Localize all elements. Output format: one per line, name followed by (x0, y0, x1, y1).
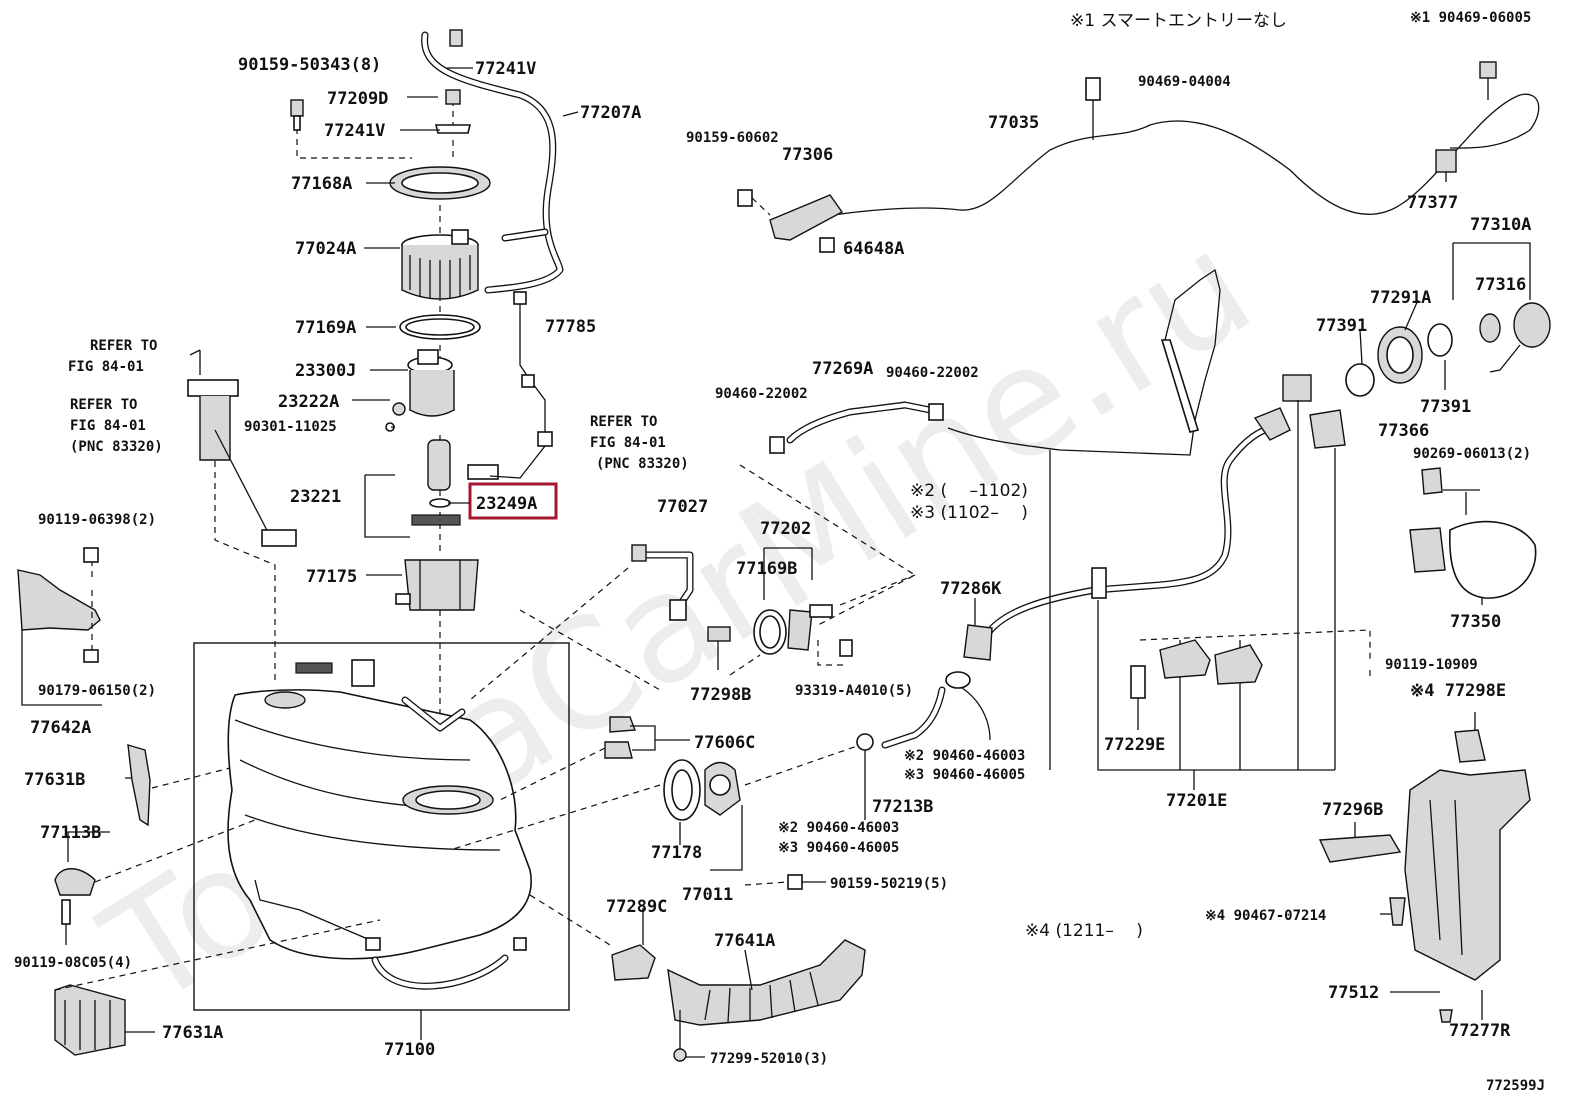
note-2: ※2 ( –1102) (910, 481, 1028, 501)
label-77269a: 77269A (812, 359, 873, 379)
center-parts (449, 464, 917, 1062)
label-23222a: 23222A (278, 392, 339, 412)
label-77631b: 77631B (24, 770, 85, 790)
label-77229e: 77229E (1104, 735, 1165, 755)
label-90460-22002-b: 90460-22002 (886, 365, 979, 381)
label-77641a: 77641A (714, 931, 775, 951)
label-90119-08c05: 90119-08C05(4) (14, 955, 132, 971)
label-77100: 77100 (384, 1040, 435, 1060)
label-refer-3c: (PNC 83320) (596, 456, 689, 472)
label-77011: 77011 (682, 885, 733, 905)
note-smart-entry: ※1 スマートエントリーなし (1070, 11, 1287, 31)
label-77391-b: 77391 (1420, 397, 1471, 417)
label-90301-11025: 90301-11025 (244, 419, 337, 435)
label-90159-50343: 90159-50343(8) (238, 55, 381, 75)
label-77298b: 77298B (690, 685, 751, 705)
label-90159-60602: 90159-60602 (686, 130, 779, 146)
label-23249a-highlighted: 23249A (476, 494, 537, 514)
label-90469-06005: ※1 90469-06005 (1410, 10, 1531, 26)
filler-pipe-area (769, 268, 1371, 820)
fuel-line-77207a (421, 29, 579, 294)
label-77035: 77035 (988, 113, 1039, 133)
label-77277r: 77277R (1449, 1021, 1511, 1041)
label-93319-a4010: 93319-A4010(5) (795, 683, 913, 699)
note-4: ※4 (1211– ) (1025, 921, 1143, 941)
label-refer-2a: REFER TO (70, 397, 137, 413)
label-90460-46005-b: ※3 90460-46005 (778, 840, 899, 856)
label-77310a: 77310A (1470, 215, 1531, 235)
label-90469-04004: 90469-04004 (1138, 74, 1231, 90)
label-refer-3b: FIG 84-01 (590, 435, 666, 451)
label-77299-52010: 77299-52010(3) (710, 1051, 828, 1067)
label-77209d: 77209D (327, 89, 388, 109)
label-90460-46003-a: ※2 90460-46003 (904, 748, 1025, 764)
label-77296b: 77296B (1322, 800, 1383, 820)
label-77512: 77512 (1328, 983, 1379, 1003)
label-77350: 77350 (1450, 612, 1501, 632)
label-77202: 77202 (760, 519, 811, 539)
label-90159-50219: 90159-50219(5) (830, 876, 948, 892)
label-90460-22002-a: 90460-22002 (715, 386, 808, 402)
label-refer-2b: FIG 84-01 (70, 418, 146, 434)
label-77631a: 77631A (162, 1023, 223, 1043)
label-77178: 77178 (651, 843, 702, 863)
left-brackets (17, 547, 381, 1056)
label-77289c: 77289C (606, 897, 667, 917)
label-77169a: 77169A (295, 318, 356, 338)
label-77201e: 77201E (1166, 791, 1227, 811)
label-77291a: 77291A (1370, 288, 1431, 308)
label-90460-46003-b: ※2 90460-46003 (778, 820, 899, 836)
label-90460-46005-a: ※3 90460-46005 (904, 767, 1025, 783)
fuel-pump-assembly (187, 67, 558, 800)
label-77207a: 77207A (580, 103, 641, 123)
label-90119-06398: 90119-06398(2) (38, 512, 156, 528)
label-77175: 77175 (306, 567, 357, 587)
note-3: ※3 (1102– ) (910, 503, 1028, 523)
label-77286k: 77286K (940, 579, 1002, 599)
label-77377: 77377 (1407, 193, 1458, 213)
label-77306: 77306 (782, 145, 833, 165)
label-refer-2c: (PNC 83320) (70, 439, 163, 455)
label-23300j: 23300J (295, 361, 356, 381)
label-refer-1b: FIG 84-01 (68, 359, 144, 375)
label-77366: 77366 (1378, 421, 1429, 441)
label-90119-10909: 90119-10909 (1385, 657, 1478, 673)
label-77785: 77785 (545, 317, 596, 337)
label-77168a: 77168A (291, 174, 352, 194)
label-90467-07214: ※4 90467-07214 (1205, 908, 1326, 924)
fuel-opener-cable (737, 61, 1551, 605)
label-90179-06150: 90179-06150(2) (38, 683, 156, 699)
label-77241v: 77241V (324, 121, 385, 141)
label-77241v-top: 77241V (475, 59, 536, 79)
label-refer-3a: REFER TO (590, 414, 657, 430)
label-77298e: ※4 77298E (1410, 681, 1506, 701)
diagram-id: 772599J (1486, 1078, 1545, 1094)
label-77024a: 77024A (295, 239, 356, 259)
label-77316: 77316 (1475, 275, 1526, 295)
label-90269-06013: 90269-06013(2) (1413, 446, 1531, 462)
label-77027: 77027 (657, 497, 708, 517)
label-refer-1a: REFER TO (90, 338, 157, 354)
label-77169b: 77169B (736, 559, 797, 579)
label-64648a: 64648A (843, 239, 904, 259)
label-77391-a: 77391 (1316, 316, 1367, 336)
right-lower-brackets (1318, 670, 1531, 1023)
label-23221: 23221 (290, 487, 341, 507)
label-77113b: 77113B (40, 823, 101, 843)
fuel-tank-77100 (193, 642, 570, 1040)
label-77213b: 77213B (872, 797, 933, 817)
label-77642a: 77642A (30, 718, 91, 738)
label-77606c: 77606C (694, 733, 755, 753)
